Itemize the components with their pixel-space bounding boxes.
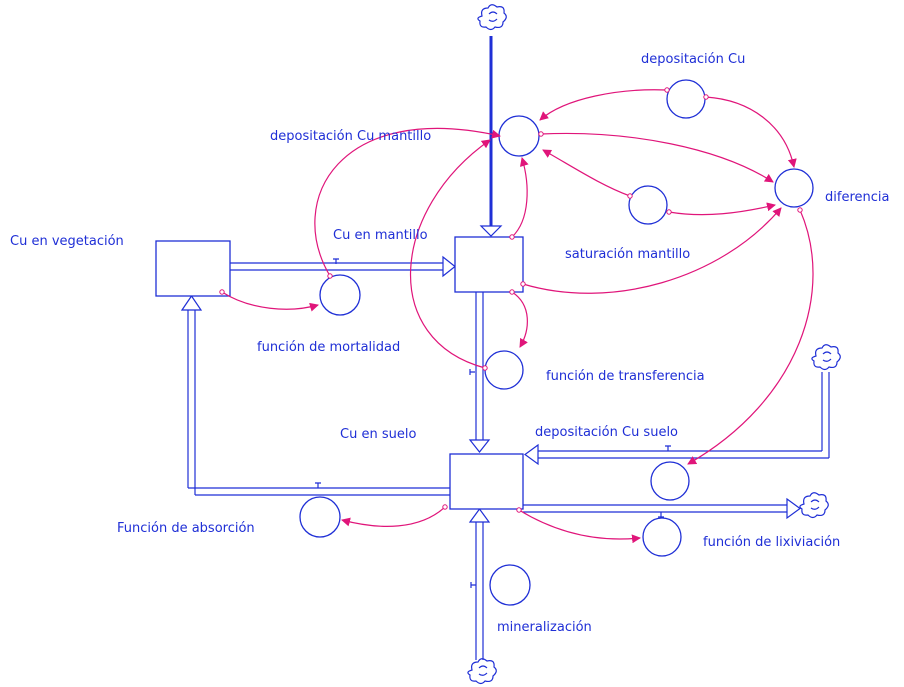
cloud-sink-right-icon (799, 492, 829, 519)
label-depositacion-cu-suelo: depositación Cu suelo (535, 425, 678, 440)
causal-links (219, 87, 814, 544)
aux-diferencia[interactable] (774, 168, 814, 208)
label-funcion-transferencia: función de transferencia (546, 369, 705, 384)
aux-depositacion-cu[interactable] (666, 79, 706, 119)
aux-funcion-transferencia[interactable] (484, 350, 524, 390)
aux-depositacion-cu-mantillo[interactable] (498, 115, 540, 157)
cloud-source-top-icon (477, 4, 507, 31)
label-diferencia: diferencia (825, 190, 889, 205)
label-saturacion-mantillo: saturación mantillo (565, 247, 690, 262)
aux-funcion-absorcion[interactable] (299, 496, 341, 538)
flow-depositacion-suelo (523, 372, 830, 466)
cloud-source-right-icon (811, 344, 841, 371)
flow-depositacion-mantillo (479, 36, 503, 237)
aux-funcion-mortalidad[interactable] (319, 274, 361, 316)
label-funcion-lixiviacion: función de lixiviación (703, 535, 840, 550)
label-cu-en-suelo: Cu en suelo (340, 427, 416, 442)
cloud-source-bottom-icon (467, 658, 497, 685)
flow-mineralizacion (468, 507, 491, 660)
stock-cu-en-suelo[interactable] (449, 453, 524, 510)
label-depositacion-cu-mantillo: depositación Cu mantillo (270, 129, 431, 144)
label-cu-en-vegetacion: Cu en vegetación (10, 234, 124, 249)
label-funcion-mortalidad: función de mortalidad (257, 340, 400, 355)
aux-funcion-lixiviacion[interactable] (642, 517, 682, 557)
label-mineralizacion: mineralización (497, 620, 592, 635)
stock-cu-en-vegetacion[interactable] (155, 240, 231, 297)
stock-cu-en-mantillo[interactable] (454, 236, 524, 293)
label-cu-en-mantillo: Cu en mantillo (333, 228, 428, 243)
flow-absorcion (180, 294, 450, 496)
flow-lixiviacion (523, 497, 802, 520)
aux-depositacion-cu-suelo[interactable] (650, 461, 690, 501)
aux-mineralizacion[interactable] (489, 564, 531, 606)
aux-saturacion-mantillo[interactable] (628, 185, 668, 225)
label-depositacion-cu: depositación Cu (641, 52, 745, 67)
label-funcion-absorcion: Función de absorción (117, 521, 255, 536)
flow-mortalidad (230, 255, 456, 278)
flow-transferencia (468, 292, 491, 453)
